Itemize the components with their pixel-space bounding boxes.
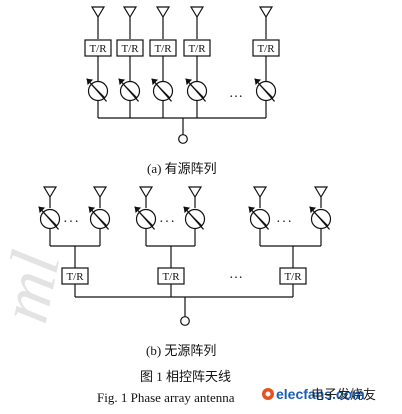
- phase-shifter-icon: [185, 78, 208, 102]
- elecfans-logo: elecfans.com 电子发烧友: [262, 386, 376, 403]
- active-feed-port: [178, 134, 188, 144]
- antenna-icon: [187, 186, 203, 199]
- tr-label: T/R: [284, 271, 302, 283]
- passive-group-1-ellipsis: ···: [63, 215, 80, 230]
- tr-module: T/R: [183, 39, 211, 57]
- tr-module: T/R: [116, 39, 144, 57]
- caption-passive-array: (b) 无源阵列: [146, 343, 216, 358]
- tr-label: T/R: [188, 43, 206, 55]
- passive-group-3-ellipsis: ···: [276, 215, 293, 230]
- passive-tr-ellipsis: …: [229, 267, 244, 282]
- antenna-icon: [90, 6, 106, 19]
- antenna-icon: [138, 186, 154, 199]
- passive-group-2-ellipsis: ···: [159, 215, 176, 230]
- antenna-icon: [155, 6, 171, 19]
- tr-module: T/R: [157, 267, 185, 285]
- phase-shifter-icon: [248, 206, 271, 230]
- tr-label: T/R: [154, 43, 172, 55]
- tr-module: T/R: [149, 39, 177, 57]
- active-array-diagram: T/R T/R T/R T/R T/R …: [84, 6, 280, 144]
- antenna-icon: [189, 6, 205, 19]
- phase-shifter-icon: [118, 78, 141, 102]
- logo-site-text: elecfans.com: [276, 386, 365, 402]
- phase-shifter-icon: [88, 206, 111, 230]
- background-watermark: ml: [0, 245, 75, 329]
- phase-shifter-icon: [134, 206, 157, 230]
- antenna-icon: [92, 186, 108, 199]
- tr-module: T/R: [61, 267, 89, 285]
- caption-active-array: (a) 有源阵列: [147, 161, 217, 176]
- antenna-icon: [313, 186, 329, 199]
- tr-module: T/R: [84, 39, 112, 57]
- phase-shifter-icon: [86, 78, 109, 102]
- tr-label: T/R: [89, 43, 107, 55]
- phase-shifter-icon: [38, 206, 61, 230]
- tr-label: T/R: [162, 271, 180, 283]
- phase-shifter-icon: [183, 206, 206, 230]
- phase-shifter-icon: [151, 78, 174, 102]
- logo-chinese-text: 电子发烧友: [311, 387, 376, 403]
- passive-array-diagram: T/R T/R T/R ··· ··· ··· …: [38, 186, 332, 326]
- active-array-ellipsis: …: [229, 86, 244, 101]
- phase-shifter-icon: [254, 78, 277, 102]
- antenna-icon: [42, 186, 58, 199]
- antenna-icon: [258, 6, 274, 19]
- tr-label: T/R: [121, 43, 139, 55]
- figure-caption-english: Fig. 1 Phase array antenna: [97, 390, 235, 405]
- tr-label: T/R: [66, 271, 84, 283]
- tr-label: T/R: [257, 43, 275, 55]
- antenna-icon: [252, 186, 268, 199]
- tr-module: T/R: [252, 39, 280, 57]
- figure-caption-chinese: 图 1 相控阵天线: [140, 369, 231, 384]
- passive-feed-port: [180, 316, 190, 326]
- tr-module: T/R: [279, 267, 307, 285]
- phase-shifter-icon: [309, 206, 332, 230]
- antenna-icon: [122, 6, 138, 19]
